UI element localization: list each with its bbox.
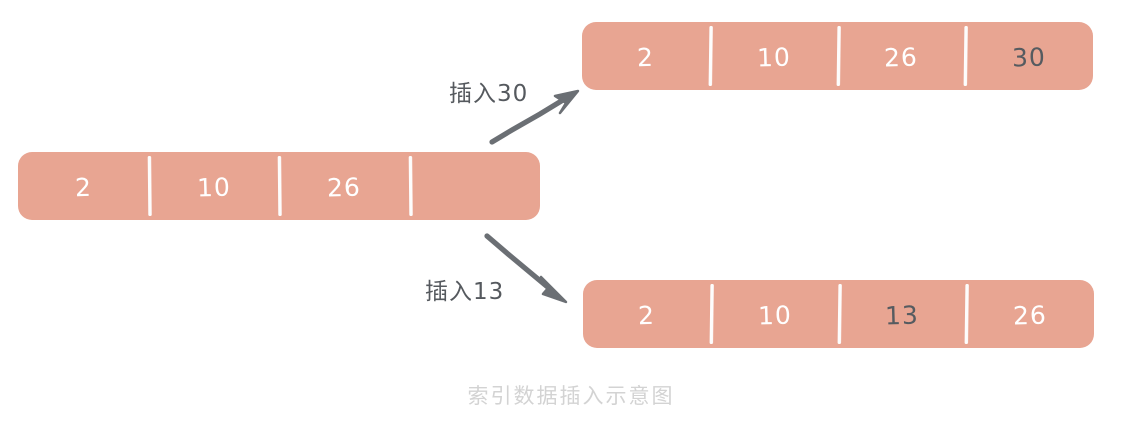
array-cell[interactable]: 26 xyxy=(838,22,966,90)
original-index-array: 2 10 26 xyxy=(18,152,540,220)
array-cell[interactable]: 26 xyxy=(279,152,410,220)
array-cell[interactable]: 2 xyxy=(583,280,711,348)
cell-value: 26 xyxy=(326,172,362,202)
insert-30-label: 插入30 xyxy=(449,81,529,107)
cell-value: 13 xyxy=(885,300,920,330)
insert-13-label: 插入13 xyxy=(425,279,505,305)
array-after-inserting-13: 2 10 13 26 xyxy=(583,280,1094,348)
array-cell[interactable]: 2 xyxy=(18,152,149,220)
array-cell[interactable]: 2 xyxy=(582,22,710,90)
array-cell[interactable]: 10 xyxy=(149,152,280,220)
cell-value: 30 xyxy=(1011,42,1047,72)
cell-value: 2 xyxy=(637,42,655,72)
cell-value: 2 xyxy=(638,300,656,330)
diagram-caption: 索引数据插入示意图 xyxy=(467,384,675,408)
cell-value: 10 xyxy=(756,42,791,72)
array-cell-empty[interactable] xyxy=(410,152,541,220)
cell-value: 26 xyxy=(1012,300,1048,330)
array-cell[interactable]: 26 xyxy=(966,280,1094,348)
array-cell-inserted[interactable]: 13 xyxy=(839,280,967,348)
cell-value: 10 xyxy=(757,300,792,330)
array-cell-inserted[interactable]: 30 xyxy=(965,22,1093,90)
cell-value: 2 xyxy=(74,172,93,202)
array-after-inserting-30: 2 10 26 30 xyxy=(582,22,1093,90)
array-cell[interactable]: 10 xyxy=(711,280,839,348)
array-cell[interactable]: 10 xyxy=(710,22,838,90)
cell-value: 26 xyxy=(884,42,919,72)
cell-value: 10 xyxy=(196,172,232,202)
